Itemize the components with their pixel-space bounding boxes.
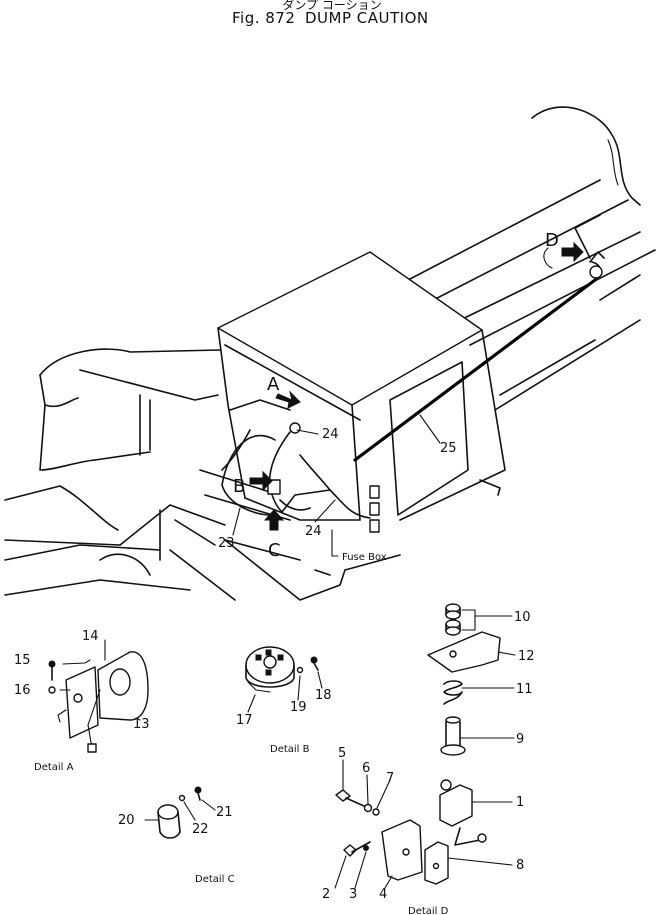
label-13: 13 [133,717,150,732]
label-12: 12 [518,649,535,664]
label-25: 25 [440,441,457,456]
detail-d-caption: Detail D [408,906,449,915]
arrow-b-icon [249,470,273,492]
label-17: 17 [236,713,253,728]
bracket-4 [381,819,423,881]
detail-c-caption: Detail C [195,874,235,885]
callout-a: A [267,374,280,395]
label-16: 16 [14,683,31,698]
label-6: 6 [362,761,370,776]
label-21: 21 [216,805,233,820]
label-4: 4 [379,887,387,902]
bracket-14 [65,666,99,739]
label-8: 8 [516,858,524,873]
label-24-lower: 24 [305,524,322,539]
harness-25 [353,278,597,462]
switch-20 [157,804,179,820]
label-15: 15 [14,653,31,668]
figure-number: Fig. 872 [232,9,295,27]
arrow-a-icon [275,390,301,409]
label-11: 11 [516,682,533,697]
plate-12 [427,631,501,673]
label-20: 20 [118,813,135,828]
sensor-a [289,422,301,434]
cab-box [217,251,506,601]
label-14: 14 [82,629,99,644]
limit-switch-1 [439,784,473,827]
label-18: 18 [315,688,332,703]
fuse-box-caption: Fuse Box [342,552,387,563]
wiring-harness [221,251,605,519]
figure-title: DUMP CAUTION [305,9,429,27]
label-24-upper: 24 [322,427,339,442]
label-2: 2 [322,887,330,902]
detail-d [334,603,516,889]
label-22: 22 [192,822,209,837]
detail-a [48,639,149,753]
detail-a-caption: Detail A [34,762,74,773]
arrow-c-icon [263,509,285,531]
label-23: 23 [218,536,235,551]
detail-b-caption: Detail B [270,744,310,755]
detail-c [144,786,216,839]
callout-d: D [545,230,559,251]
label-3: 3 [349,887,357,902]
arrow-d-icon [561,241,584,263]
sensor-d [589,265,603,279]
japanese-title: ダンプ コーション [282,0,381,12]
callout-arrows [249,241,584,531]
label-19: 19 [290,700,307,715]
label-1: 1 [516,795,524,810]
chassis-frame [4,106,656,601]
callout-b: B [233,476,245,497]
detail-b [245,646,323,713]
label-7: 7 [386,771,394,786]
label-10: 10 [514,610,531,625]
fuse-connector [369,485,380,499]
fuse-connector [369,519,380,533]
label-9: 9 [516,732,524,747]
fuse-connector [369,502,380,516]
callout-c: C [268,540,281,561]
label-5: 5 [338,746,346,761]
